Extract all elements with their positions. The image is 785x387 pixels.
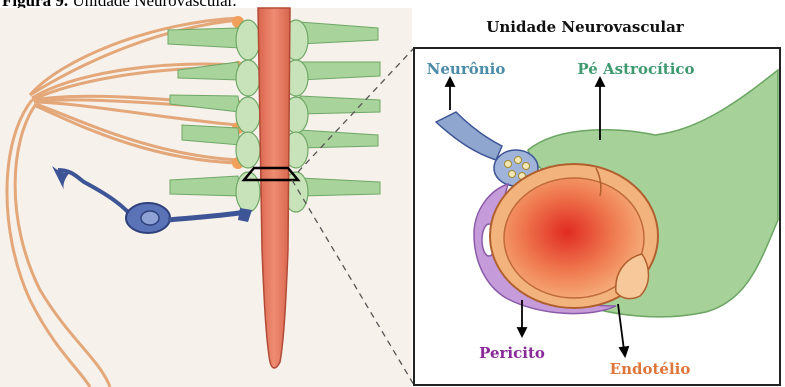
label-endothelium: Endotélio — [610, 360, 691, 378]
label-astrocyte-foot: Pé Astrocítico — [577, 60, 694, 78]
label-pericyte: Pericito — [479, 344, 545, 362]
label-neuron: Neurônio — [427, 60, 506, 78]
inset-title: Unidade Neurovascular — [486, 18, 685, 36]
